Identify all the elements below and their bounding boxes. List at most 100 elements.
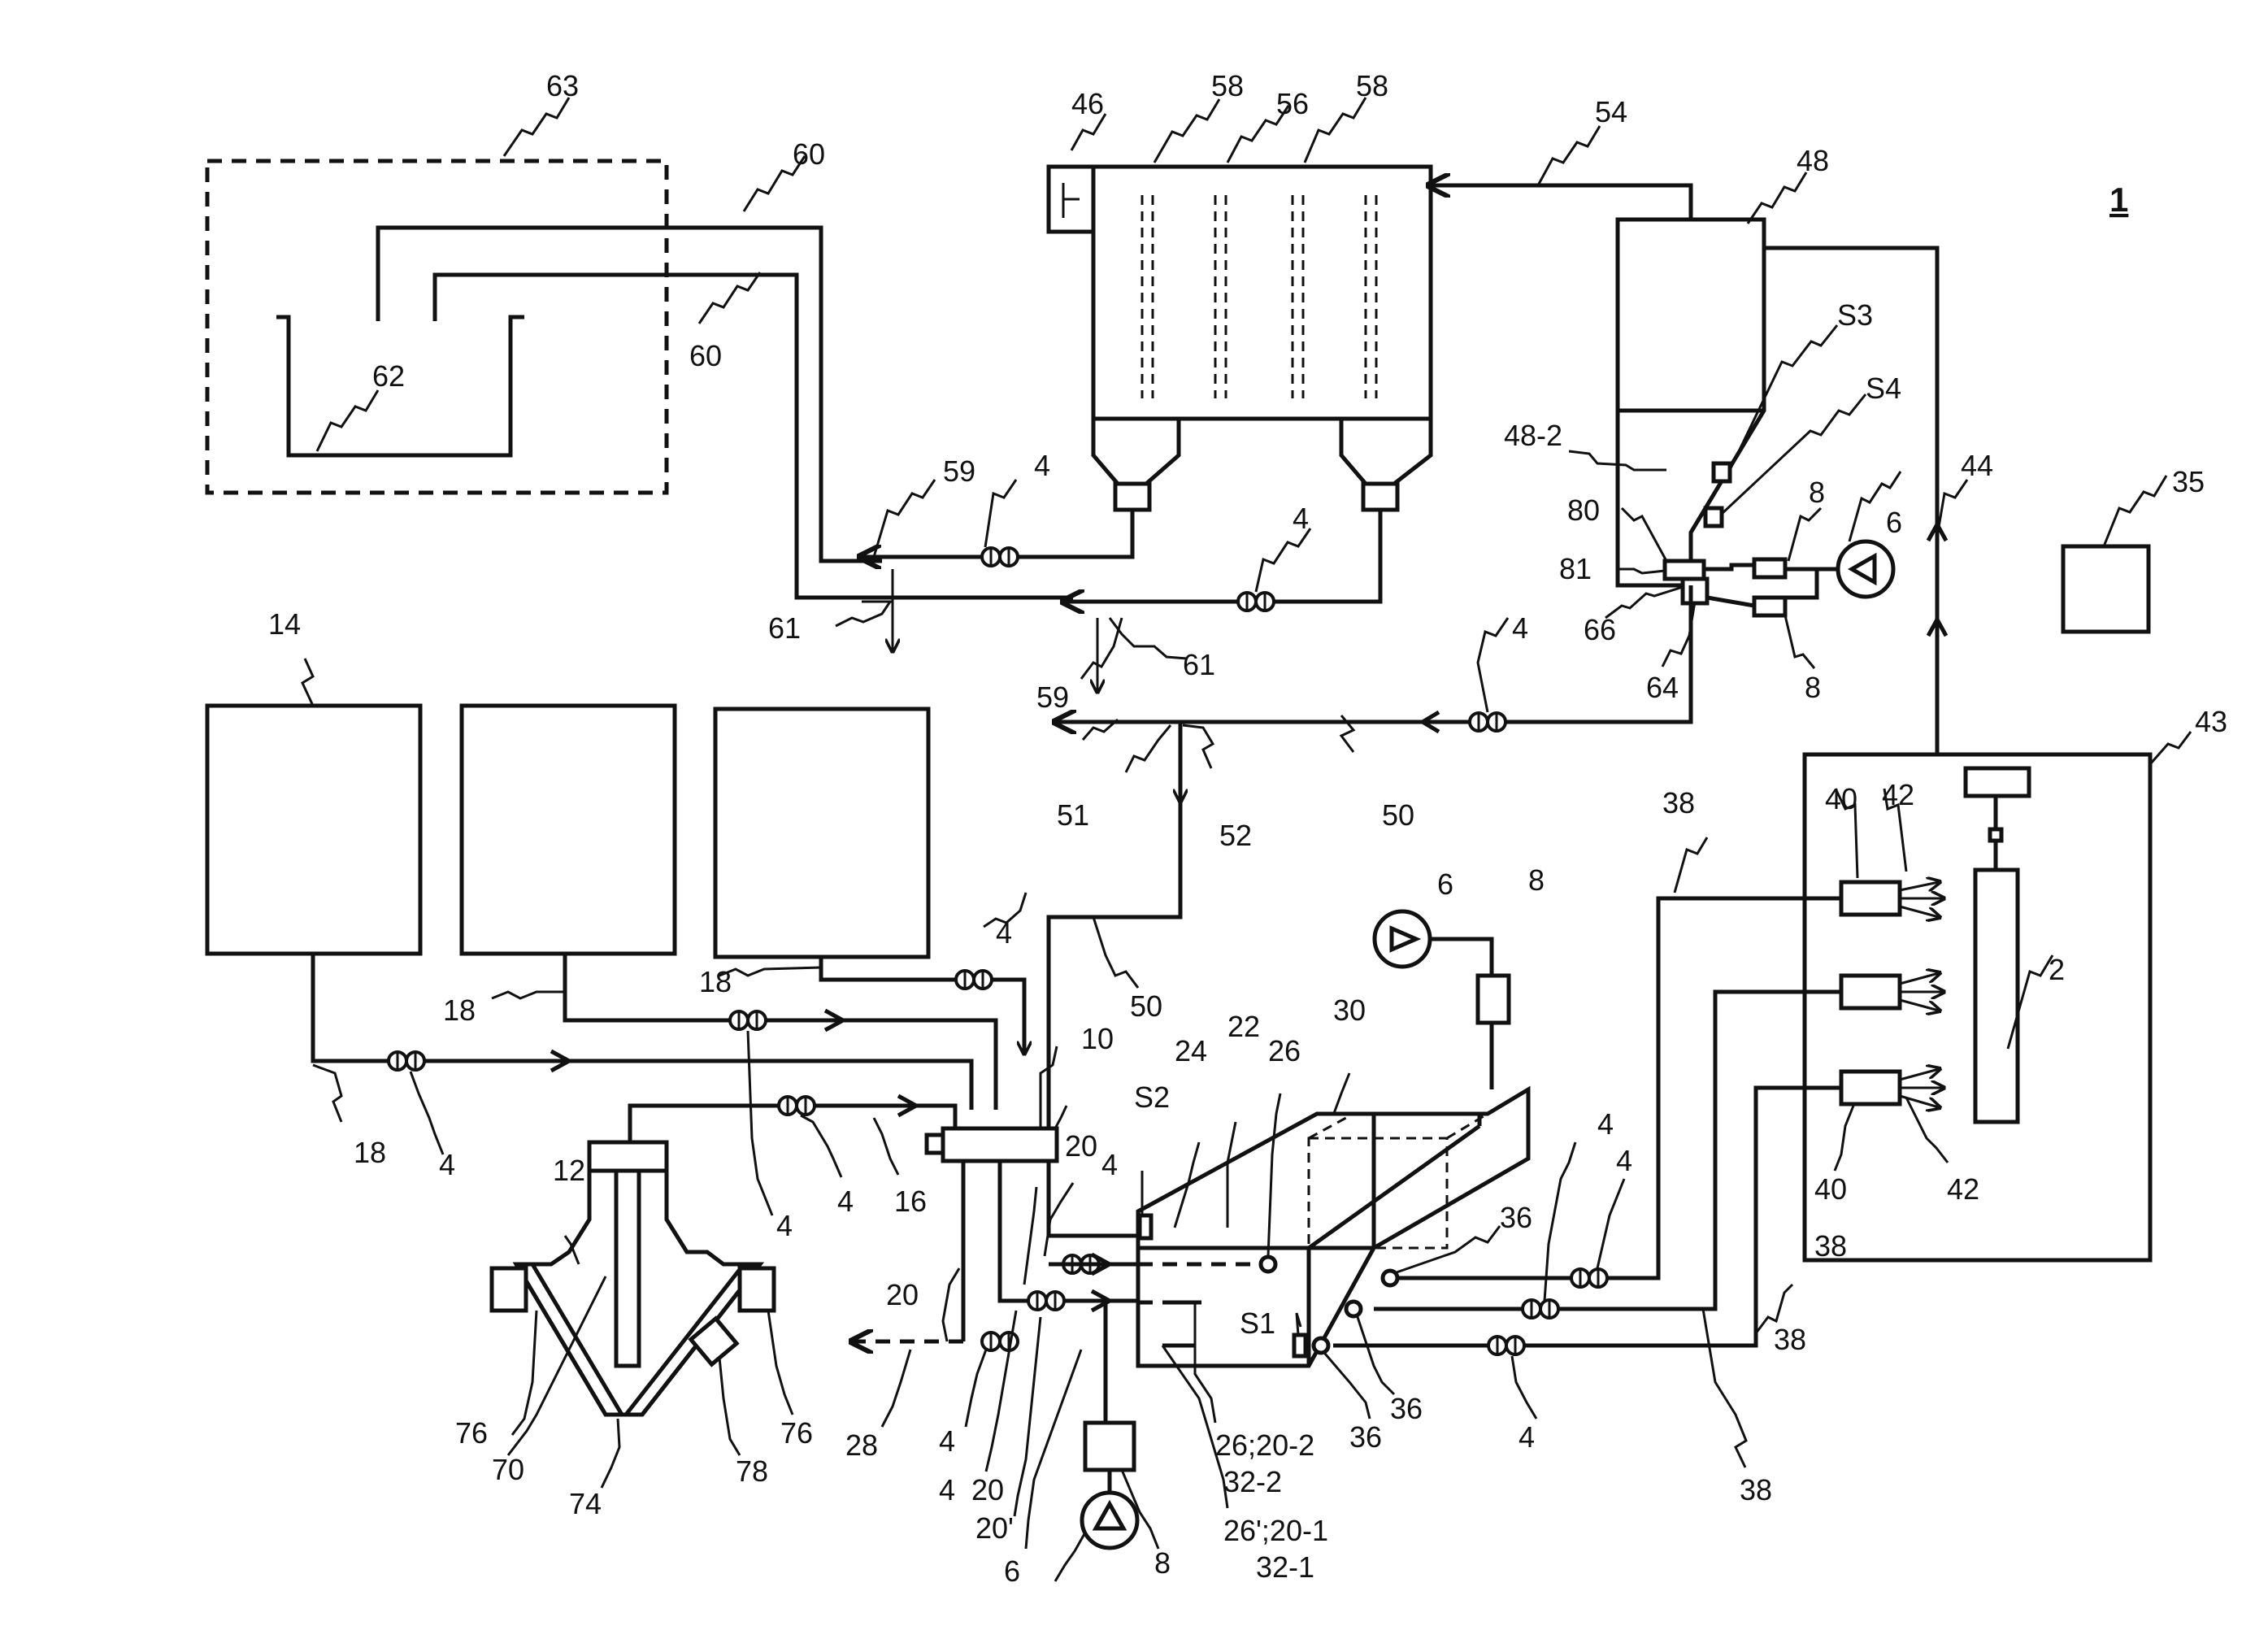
label-61a: 61 bbox=[768, 611, 801, 645]
label-14: 14 bbox=[268, 607, 301, 641]
label-81: 81 bbox=[1559, 552, 1592, 585]
label-22: 22 bbox=[1227, 1010, 1260, 1043]
label-4a: 4 bbox=[1034, 449, 1050, 482]
label-66: 66 bbox=[1584, 613, 1616, 646]
label-4c: 4 bbox=[1512, 611, 1528, 645]
label-8d: 8 bbox=[1154, 1546, 1171, 1580]
label-2: 2 bbox=[2049, 953, 2065, 986]
label-30: 30 bbox=[1333, 993, 1366, 1027]
label-10: 10 bbox=[1081, 1022, 1114, 1055]
label-16: 16 bbox=[894, 1185, 927, 1218]
label-26: 26 bbox=[1268, 1034, 1301, 1067]
label-4d: 4 bbox=[439, 1148, 455, 1181]
filter-8-middle bbox=[1478, 976, 1509, 1023]
label-46: 46 bbox=[1071, 87, 1104, 120]
label-36a: 36 bbox=[1500, 1201, 1532, 1234]
label-4k: 4 bbox=[1597, 1107, 1614, 1141]
label-64: 64 bbox=[1646, 671, 1679, 704]
label-42a: 42 bbox=[1882, 778, 1914, 811]
valve-66 bbox=[1683, 579, 1707, 603]
label-38b: 38 bbox=[1774, 1323, 1806, 1356]
pump-6-middle bbox=[1375, 911, 1430, 967]
label-S4: S4 bbox=[1866, 372, 1901, 405]
label-59a: 59 bbox=[943, 454, 975, 488]
label-6b: 6 bbox=[1437, 867, 1453, 901]
label-40b: 40 bbox=[1814, 1172, 1847, 1206]
label-32-1: 32-1 bbox=[1256, 1550, 1314, 1584]
label-60a: 60 bbox=[793, 137, 825, 171]
reservoir-area-63 bbox=[207, 161, 667, 493]
label-76b: 76 bbox=[780, 1416, 813, 1450]
label-74: 74 bbox=[569, 1487, 602, 1520]
control-unit-35 bbox=[2063, 546, 2149, 632]
label-20d: 20' bbox=[975, 1511, 1014, 1545]
label-38c: 38 bbox=[1740, 1473, 1772, 1506]
label-58b: 58 bbox=[1356, 69, 1388, 102]
filter-hopper-left bbox=[1093, 419, 1179, 484]
pipe-16 bbox=[630, 1106, 955, 1171]
pipe-18-b bbox=[565, 954, 996, 1110]
generator-40-c bbox=[1841, 1072, 1900, 1104]
valve-80-81 bbox=[1665, 561, 1704, 579]
label-38d: 38 bbox=[1814, 1229, 1847, 1263]
pipe-18-a bbox=[313, 954, 971, 1110]
label-70: 70 bbox=[492, 1453, 524, 1486]
label-78: 78 bbox=[736, 1454, 768, 1488]
label-S1: S1 bbox=[1240, 1306, 1275, 1340]
port-26 bbox=[1261, 1257, 1275, 1272]
label-18b: 18 bbox=[443, 993, 476, 1027]
label-60b: 60 bbox=[689, 339, 722, 372]
label-59b: 59 bbox=[1036, 680, 1069, 714]
label-20b: 20 bbox=[886, 1278, 919, 1311]
pipe-20-b bbox=[1000, 1161, 1138, 1301]
label-6c: 6 bbox=[1004, 1554, 1020, 1588]
label-20c: 20 bbox=[971, 1473, 1004, 1506]
electrode-2 bbox=[1975, 870, 2018, 1122]
label-4e: 4 bbox=[776, 1209, 793, 1242]
label-32-2: 32-2 bbox=[1223, 1465, 1282, 1498]
sensor-S3 bbox=[1714, 463, 1730, 481]
label-24: 24 bbox=[1175, 1034, 1207, 1067]
label-43: 43 bbox=[2195, 705, 2227, 738]
label-26-20-1: 26';20-1 bbox=[1223, 1514, 1328, 1547]
label-44: 44 bbox=[1961, 449, 1993, 482]
tank-14-a bbox=[207, 706, 420, 954]
heater-76-left bbox=[492, 1268, 526, 1311]
figure-number: 1 bbox=[2109, 180, 2128, 219]
separator-48 bbox=[1618, 220, 1764, 585]
cable-38-c bbox=[1333, 1088, 1841, 1346]
mixer-10 bbox=[943, 1128, 1057, 1161]
filter-8-bottom bbox=[1754, 598, 1785, 615]
generator-40-b bbox=[1841, 976, 1900, 1008]
label-63: 63 bbox=[546, 69, 579, 102]
filter-8-bottom-unit bbox=[1085, 1423, 1134, 1470]
label-8b: 8 bbox=[1805, 671, 1821, 704]
label-36b: 36 bbox=[1390, 1392, 1423, 1425]
label-50b: 50 bbox=[1130, 989, 1162, 1023]
sensor-S4 bbox=[1705, 508, 1722, 526]
sensor-S1 bbox=[1294, 1335, 1306, 1356]
label-18a: 18 bbox=[699, 965, 732, 998]
pipe-60-outer bbox=[435, 275, 1073, 598]
label-62: 62 bbox=[372, 359, 405, 393]
label-76a: 76 bbox=[455, 1416, 488, 1450]
tank-14-b bbox=[462, 706, 675, 954]
label-48-2: 48-2 bbox=[1504, 419, 1562, 452]
label-38a: 38 bbox=[1662, 786, 1695, 820]
label-58a: 58 bbox=[1211, 69, 1244, 102]
separator-outlet-line bbox=[1704, 565, 1754, 569]
label-8c: 8 bbox=[1528, 863, 1545, 897]
sensor-S2 bbox=[1140, 1215, 1151, 1238]
label-S3: S3 bbox=[1837, 298, 1873, 332]
label-S2: S2 bbox=[1134, 1080, 1170, 1114]
label-4j: 4 bbox=[939, 1473, 955, 1506]
label-4g: 4 bbox=[996, 916, 1012, 950]
pump-6-top bbox=[1838, 541, 1893, 597]
stirrer-70 bbox=[616, 1171, 639, 1366]
label-4h: 4 bbox=[1101, 1148, 1118, 1181]
label-4l: 4 bbox=[1616, 1144, 1632, 1177]
label-4i: 4 bbox=[939, 1424, 955, 1458]
tank-14-c bbox=[715, 709, 928, 957]
label-52: 52 bbox=[1219, 819, 1252, 852]
